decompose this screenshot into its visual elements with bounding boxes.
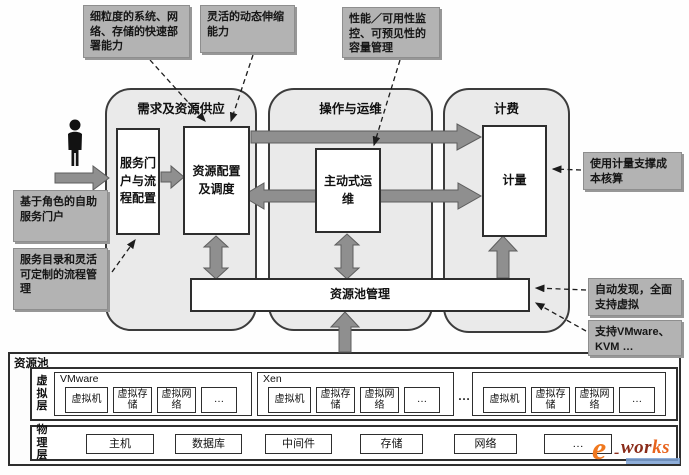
vm-item: 虚拟机 [483, 387, 526, 413]
vstorage-item: 虚拟存储 [316, 387, 355, 413]
xen-group: Xen 虚拟机 虚拟存储 虚拟网络 … [257, 372, 454, 416]
vnetwork-item: 虚拟网络 [575, 387, 614, 413]
middleware-item: 中间件 [265, 434, 332, 454]
dash-hypervisor-to-poolmgmt [534, 302, 587, 332]
dash-deploy-to-scheduling [149, 59, 206, 122]
dash-discovery-to-poolmgmt [534, 284, 587, 293]
xen-group-label: Xen [263, 373, 282, 385]
vnetwork-item: 虚拟网络 [157, 387, 196, 413]
note-service-catalog: 服务目录和灵活可定制的流程管理 [13, 248, 108, 310]
storage-item: 存储 [360, 434, 423, 454]
dash-catalog-to-portal [111, 238, 136, 273]
dash-monitor-to-proactive [372, 59, 401, 147]
physical-layer-row: 物理层 主机 数据库 中间件 存储 网络 … [30, 424, 678, 462]
box-metering-label: 计量 [502, 173, 527, 188]
physical-layer-label: 物理层 [36, 424, 48, 462]
resource-pool-section: 资源池 虚拟层 VMware 虚拟机 虚拟存储 虚拟网络 … Xen 虚拟机 虚… [8, 352, 681, 466]
virtual-layer-row: 虚拟层 VMware 虚拟机 虚拟存储 虚拟网络 … Xen 虚拟机 虚拟存储 … [30, 367, 678, 421]
box-pool-management-label: 资源池管理 [329, 287, 390, 302]
more-item: … [201, 387, 237, 413]
vm-item: 虚拟机 [268, 387, 311, 413]
note-selfservice-portal: 基于角色的自助服务门户 [13, 190, 108, 242]
note-hypervisor-support: 支持VMware、KVM … [588, 320, 682, 356]
eworks-logo-underline [626, 458, 680, 464]
note-dynamic-scaling: 灵活的动态伸缩能力 [200, 5, 295, 53]
dash-elastic-to-scheduling [229, 54, 254, 123]
arrow-scheduling-to-metering [250, 123, 483, 151]
box-service-portal-label: 服务门户与流程配置 [120, 156, 157, 206]
arrow-proactive-poolmgmt [333, 233, 361, 280]
arrow-scheduling-poolmgmt [202, 235, 230, 280]
box-resource-scheduling-label: 资源配置及调度 [192, 164, 241, 196]
eworks-logo-e: e [592, 430, 607, 466]
user-person-icon [68, 119, 82, 166]
group-billing-title: 计费 [493, 102, 519, 116]
vstorage-item: 虚拟存储 [531, 387, 570, 413]
virtual-layer-label: 虚拟层 [36, 375, 48, 413]
vmware-group: VMware 虚拟机 虚拟存储 虚拟网络 … [54, 372, 252, 416]
other-hypervisor-group: 虚拟机 虚拟存储 虚拟网络 … [472, 372, 666, 416]
box-pool-management: 资源池管理 [190, 278, 530, 312]
note-performance-monitoring: 性能／可用性监控、可预见性的容量管理 [342, 7, 440, 58]
box-proactive-ops: 主动式运维 [315, 148, 381, 233]
vm-item: 虚拟机 [65, 387, 108, 413]
vmware-group-label: VMware [60, 373, 99, 385]
dash-costnote-to-metering [551, 165, 582, 174]
arrow-portal-to-scheduling [160, 164, 185, 190]
network-item: 网络 [454, 434, 517, 454]
arrow-poolmgmt-to-metering [487, 235, 519, 279]
more-item: … [404, 387, 440, 413]
eworks-logo-text: works [621, 437, 670, 458]
box-metering: 计量 [482, 125, 547, 237]
database-item: 数据库 [175, 434, 242, 454]
box-proactive-ops-label: 主动式运维 [323, 174, 372, 206]
eworks-logo: e - works [592, 430, 688, 470]
box-resource-scheduling: 资源配置及调度 [183, 126, 250, 235]
vnetwork-item: 虚拟网络 [360, 387, 399, 413]
arrow-pool-to-poolmgmt [329, 311, 361, 353]
vstorage-item: 虚拟存储 [113, 387, 152, 413]
group-operations-title: 操作与运维 [319, 102, 382, 116]
box-service-portal: 服务门户与流程配置 [116, 128, 160, 235]
note-auto-discovery: 自动发现，全面支持虚拟 [588, 278, 682, 316]
more-item: … [619, 387, 655, 413]
group-separator-dots: … [458, 389, 470, 403]
note-fast-deployment: 细粒度的系统、网络、存储的快速部署能力 [83, 5, 190, 58]
host-item: 主机 [86, 434, 154, 454]
arrow-user-to-portal [54, 165, 110, 191]
more-phys-item: … [544, 434, 612, 454]
note-metering-cost: 使用计量支撑成本核算 [583, 152, 682, 190]
eworks-logo-dash: - [614, 444, 620, 461]
